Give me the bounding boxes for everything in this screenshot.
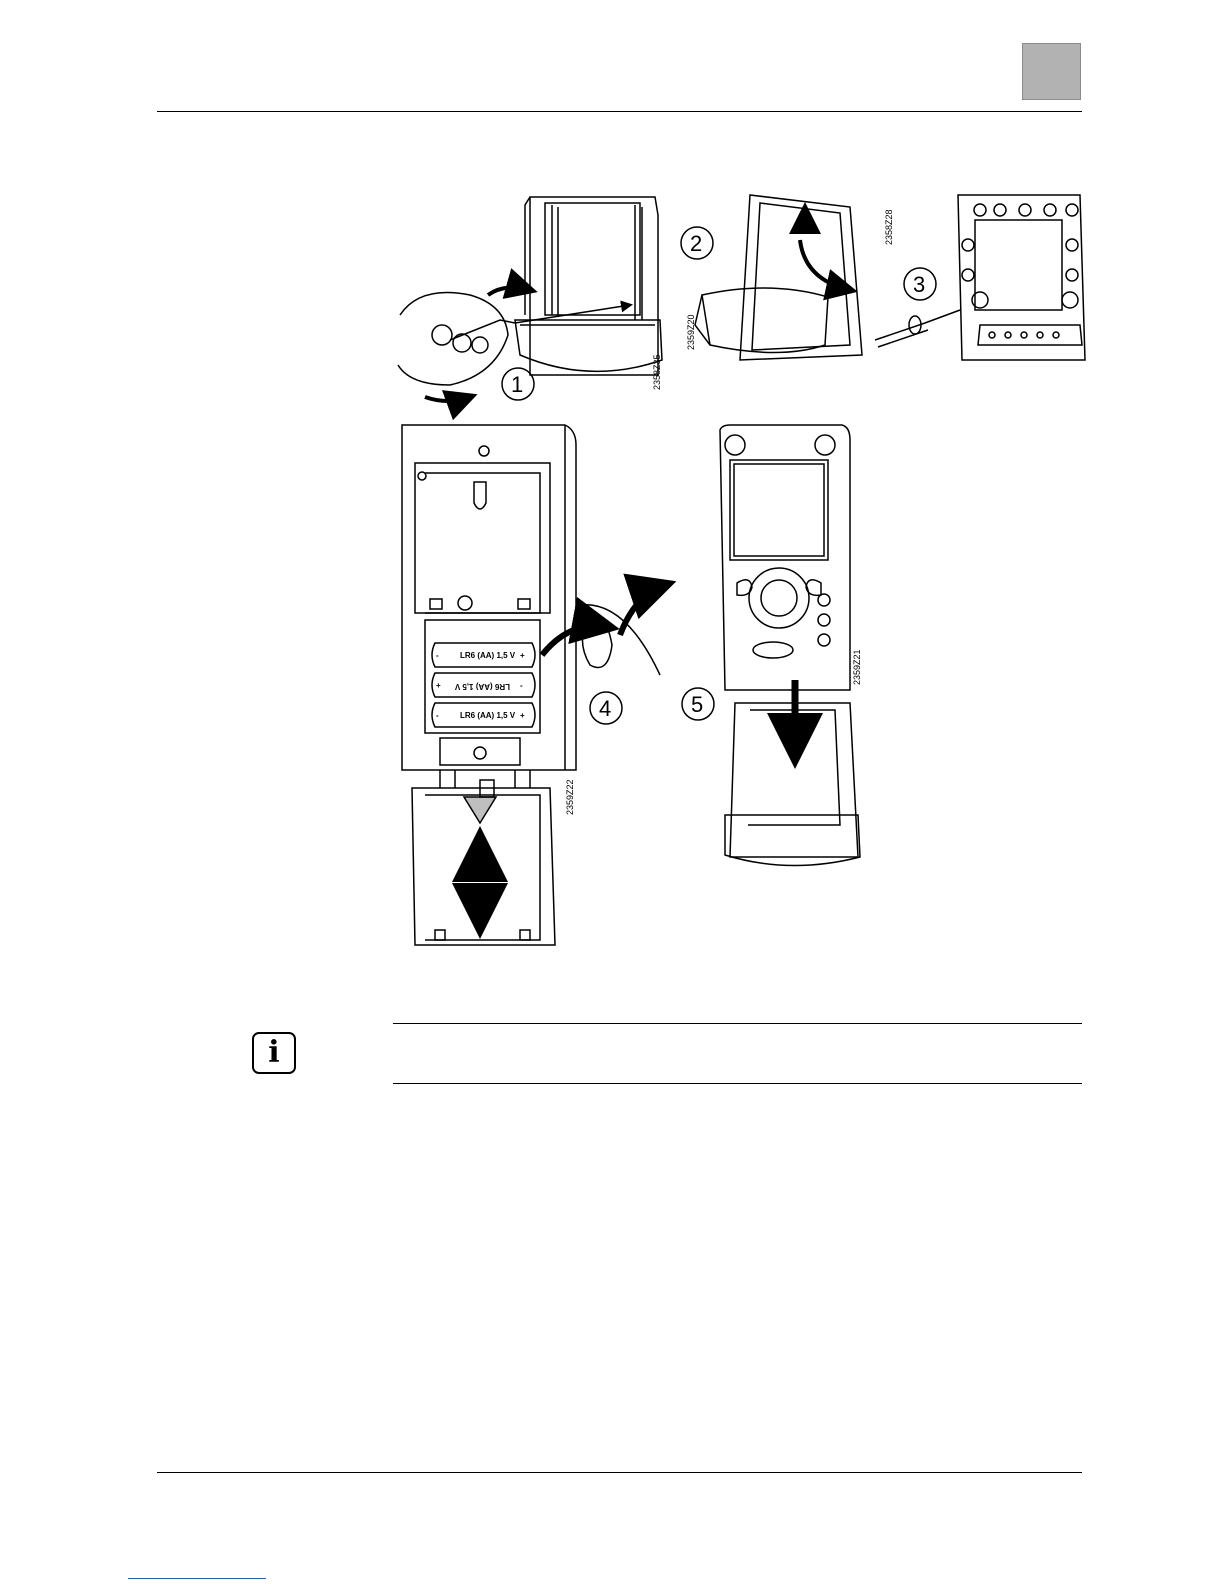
step-number: 5 (691, 692, 703, 717)
battery-polarity: + (520, 711, 525, 720)
footer-rule (157, 1472, 1082, 1473)
step-number: 4 (599, 696, 611, 721)
battery-polarity: - (520, 681, 523, 690)
step-number: 2 (690, 231, 702, 256)
note-bottom-rule (393, 1083, 1082, 1084)
battery-label: LR6 (AA) 1,5 V (460, 711, 516, 720)
battery-polarity: - (436, 651, 439, 660)
battery-polarity: + (520, 651, 525, 660)
chapter-tab (1022, 43, 1081, 100)
drawing-code: 2358Z28 (884, 209, 894, 245)
step3-bracket-drawing (875, 195, 1085, 360)
step5-device-front-drawing (682, 425, 860, 866)
battery-polarity: - (436, 711, 439, 720)
step4-device-back-drawing (402, 425, 665, 945)
information-icon: i (252, 1032, 296, 1074)
header-rule (157, 111, 1082, 112)
step1-bracket-drawing (398, 197, 662, 401)
drawing-code: 2359Z20 (686, 314, 696, 350)
battery-polarity: + (436, 681, 441, 690)
step-number: 1 (511, 372, 523, 397)
footnote-rule (128, 1578, 266, 1579)
step2-bracket-drawing (681, 195, 862, 360)
step-number: 3 (913, 272, 925, 297)
drawing-code: 2359Z21 (852, 649, 862, 685)
note-top-rule (393, 1023, 1082, 1024)
battery-label: LR6 (AA) 1,5 V (454, 682, 510, 691)
installation-figure: 1 2 3 4 5 2358Z35 2359Z20 2358Z28 2359Z2… (380, 185, 1100, 965)
drawing-code: 2359Z22 (565, 779, 575, 815)
battery-label: LR6 (AA) 1,5 V (460, 651, 516, 660)
information-icon-glyph: i (268, 1038, 279, 1068)
drawing-code: 2358Z35 (652, 354, 662, 390)
